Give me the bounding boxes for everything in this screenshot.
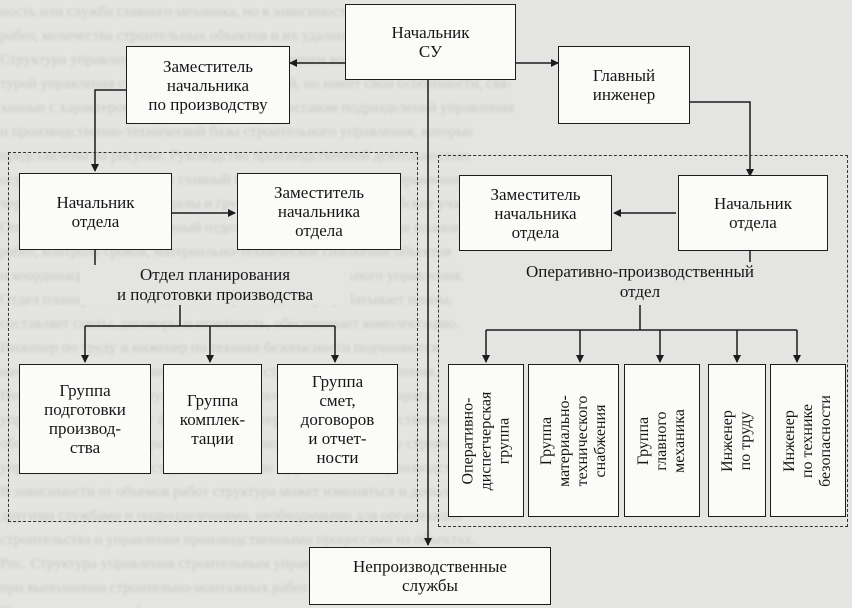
engineer-labor-box: Инженер по труду (708, 364, 766, 517)
deputy-production-box: Заместитель начальника по производству (126, 46, 290, 124)
group-mechanic-box: Группа главного механика (624, 364, 700, 517)
group-smet-box: Группа смет, договоров и отчет- ности (277, 364, 398, 474)
chief-engineer-box: Главный инженер (558, 46, 690, 124)
right-dept-deputy-box: Заместитель начальника отдела (459, 175, 612, 251)
head-box: Начальник СУ (345, 4, 516, 80)
link-chief-rightdept (690, 101, 754, 177)
engineer-safety-box: Инженер по технике безопасности (770, 364, 846, 517)
group-supply-box: Группа материально- технического снабжен… (528, 364, 619, 517)
link-deputy-leftdept (91, 89, 126, 172)
left-department-frame (8, 152, 418, 522)
group-dispatch-box: Оперативно- диспетчерская группа (448, 364, 524, 517)
left-dept-head-box: Начальник отдела (19, 173, 172, 250)
left-dept-name: Отдел планирования и подготовки производ… (80, 265, 350, 305)
right-department-frame (438, 155, 848, 527)
left-dept-deputy-box: Заместитель начальника отдела (237, 173, 401, 250)
right-dept-head-box: Начальник отдела (678, 175, 828, 251)
group-prep-box: Группа подготовки производ- ства (19, 364, 151, 474)
nonprod-box: Непроизводственные службы (309, 547, 551, 605)
group-kompl-box: Группа комплек- тации (163, 364, 262, 474)
right-dept-name: Оперативно-производственный отдел (470, 262, 810, 302)
